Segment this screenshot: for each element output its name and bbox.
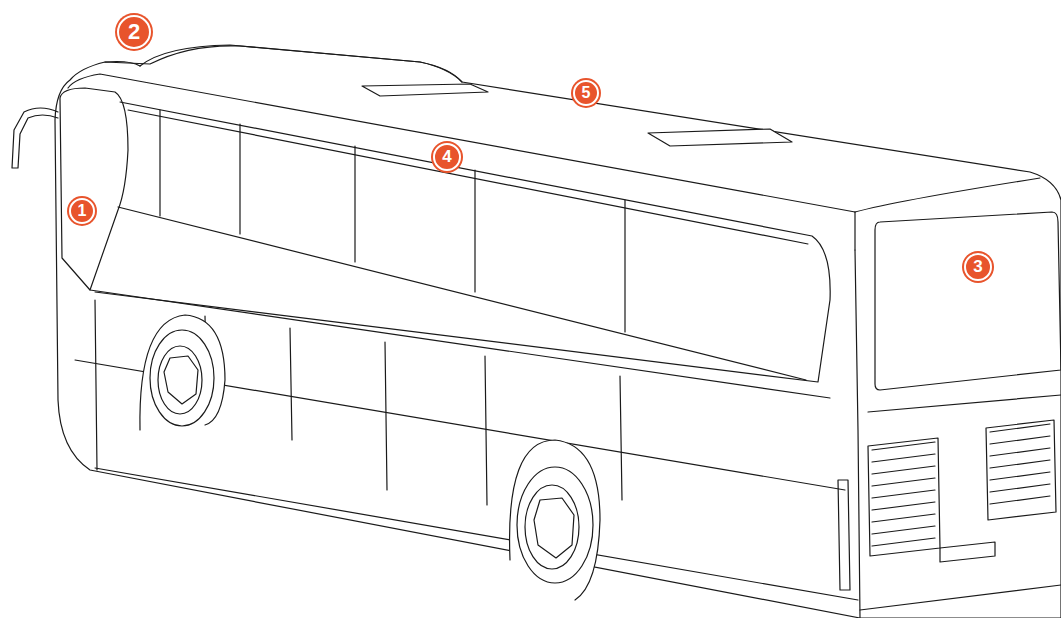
callout-number: 5 [573,80,599,106]
callout-number: 4 [433,143,461,171]
callout-number: 1 [69,198,95,224]
callout-number: 2 [117,15,151,49]
callout-number: 3 [964,253,992,281]
